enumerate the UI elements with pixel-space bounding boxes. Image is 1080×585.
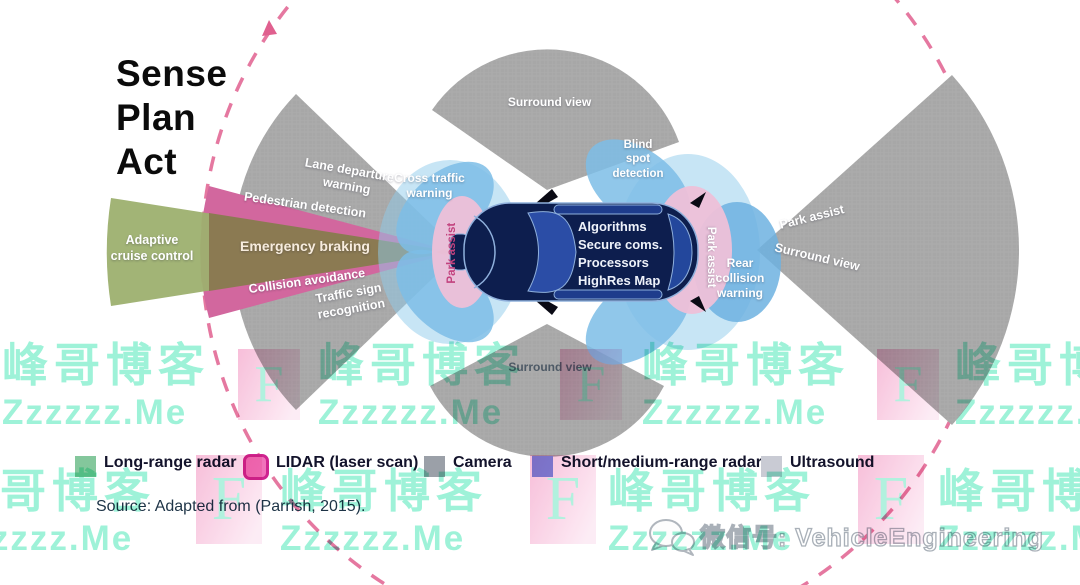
zone-label-cross-traffic-warning: Cross traffic warning [394, 171, 465, 200]
car-spoiler-top [690, 192, 706, 208]
camera-zones [232, 49, 1020, 457]
zone-label-adaptive-cruise-control: Adaptive cruise control [110, 233, 194, 263]
car-windshield [527, 211, 577, 293]
legend-swatch-ultrasound [761, 456, 782, 477]
car-spoiler-bottom [690, 296, 706, 312]
legend-label-lidar: LIDAR (laser scan) [276, 454, 419, 471]
radar-lidar-overlap [209, 213, 455, 291]
camera-fan-right [757, 75, 1020, 425]
legend-label-ultrasound: Ultrasound [790, 454, 875, 471]
legend-label-short-medium-radar: Short/medium-range radar [561, 454, 762, 471]
car-top-view [449, 189, 706, 315]
source-citation: Source: Adapted from (Parrish, 2015). [96, 498, 366, 515]
zone-label-park-assist-front: Park assist [445, 222, 458, 284]
zone-label-blind-spot-detection: Blind spot detection [612, 139, 664, 180]
car-mirror-left [536, 189, 558, 205]
legend-swatch-long-range-radar [75, 456, 96, 477]
zone-label-surround-view-bottom: Surround view [508, 360, 592, 374]
legend-swatch-short-medium-radar [532, 456, 553, 477]
zone-label-emergency-braking: Emergency braking [240, 238, 370, 254]
wechat-id-text: 微信号: VehicleEngineering [699, 523, 1044, 552]
dashed-circle-arrowhead [262, 20, 277, 36]
legend-label-long-range-radar: Long-range radar [104, 454, 237, 471]
wechat-icon [649, 519, 695, 556]
car-body [463, 202, 699, 302]
legend-label-camera: Camera [453, 454, 512, 471]
zone-label-surround-view-top: Surround view [507, 95, 592, 109]
car-capability-stack: Algorithms Secure coms. Processors HighR… [578, 219, 663, 288]
car-rear-window [667, 213, 693, 291]
zone-label-rear-collision-warning: Rear collision warning [715, 256, 765, 300]
page-title: Sense Plan Act [116, 53, 228, 182]
legend-swatch-camera [424, 456, 445, 477]
car-mirror-right [536, 299, 558, 315]
legend-swatch-lidar [243, 454, 269, 480]
